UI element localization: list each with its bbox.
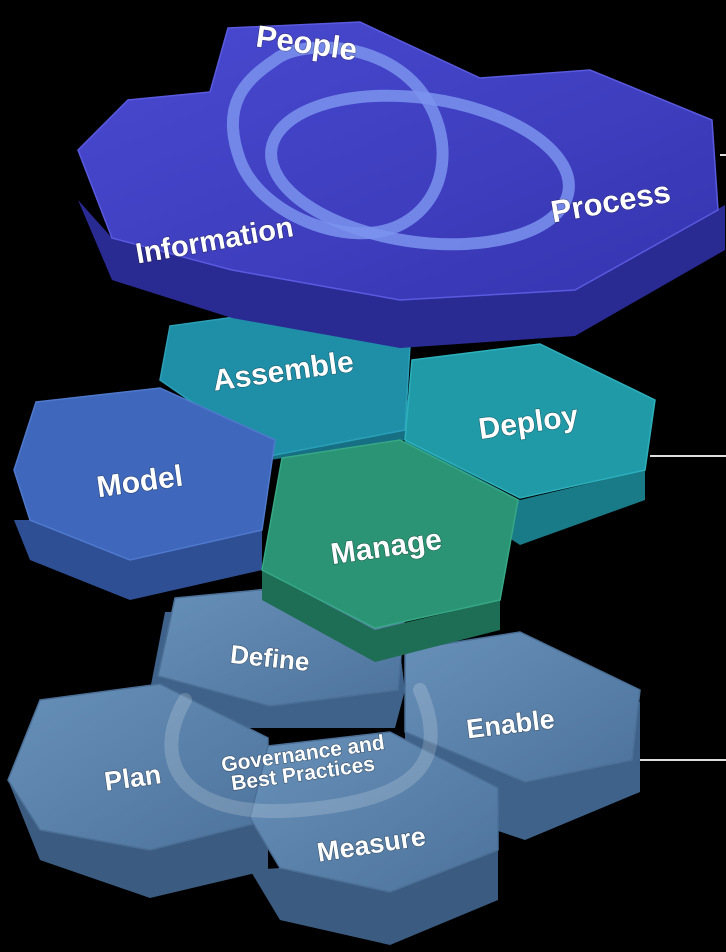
hex-measure[interactable] <box>249 731 499 945</box>
label-define: Define <box>229 639 311 677</box>
hex-deploy[interactable] <box>404 343 656 545</box>
top-layer-side <box>78 200 725 348</box>
middle-layer: Assemble Deploy Model Manage <box>13 307 656 662</box>
hex-model[interactable] <box>13 387 276 600</box>
bottom-layer: Define Enable Plan Measure Governance an… <box>7 585 641 945</box>
ring-symbol <box>226 41 575 251</box>
hex-manage[interactable] <box>261 439 519 662</box>
top-layer: People Information Process <box>77 18 725 348</box>
hex-plan[interactable] <box>7 683 269 898</box>
